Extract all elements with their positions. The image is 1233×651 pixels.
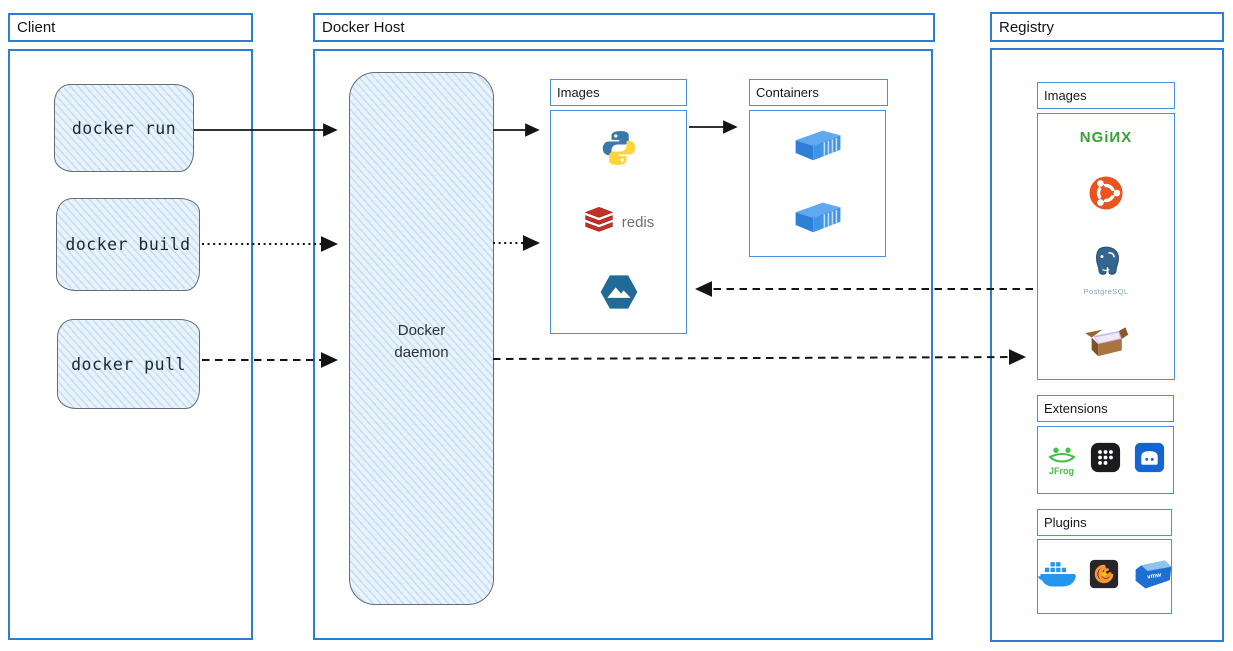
ubuntu-icon <box>1088 175 1124 216</box>
registry-section-title: Registry <box>990 12 1224 42</box>
jfrog-logo: JFrog <box>1047 445 1077 476</box>
nginx-logo: NGiИX <box>1079 128 1133 146</box>
drawer-icon <box>1134 442 1165 478</box>
jfrog-text: JFrog <box>1048 465 1074 476</box>
containers-panel-title: Containers <box>749 79 888 106</box>
postgresql-text: PostgreSQL <box>1083 286 1129 296</box>
plugins-title-label: Plugins <box>1044 515 1087 530</box>
host-images-title-label: Images <box>557 85 600 100</box>
docker-host-section: Docker daemon Images <box>313 49 933 640</box>
redis-icon <box>583 206 615 239</box>
redis-text: redis <box>621 213 655 231</box>
extensions-panel-title: Extensions <box>1037 395 1174 422</box>
host-images-panel: redis <box>550 110 687 334</box>
busybox-icon <box>1083 325 1129 365</box>
client-section-title: Client <box>8 13 253 42</box>
registry-section: Images NGiИX <box>990 48 1224 642</box>
docker-whale-icon <box>1037 560 1078 593</box>
grafana-icon <box>1089 559 1119 594</box>
container-icon <box>794 128 842 167</box>
containers-panel <box>749 110 886 257</box>
extensions-title-label: Extensions <box>1044 401 1108 416</box>
docker-pull-label: docker pull <box>71 354 186 374</box>
docker-build-box: docker build <box>56 198 200 291</box>
client-section: docker run docker build docker pull <box>8 49 253 640</box>
redis-logo: redis <box>583 206 655 239</box>
client-title-label: Client <box>17 19 56 36</box>
docker-run-label: docker run <box>71 118 177 138</box>
registry-images-title-label: Images <box>1044 88 1087 103</box>
plugins-panel: vmw <box>1037 539 1172 614</box>
docker-pull-box: docker pull <box>57 319 200 409</box>
docker-host-title-label: Docker Host <box>322 19 405 36</box>
dots-grid-icon <box>1090 442 1121 478</box>
docker-run-box: docker run <box>54 84 194 172</box>
python-icon <box>599 128 639 173</box>
postgresql-icon <box>1088 245 1124 286</box>
docker-daemon-box: Docker daemon <box>349 72 494 605</box>
docker-daemon-label: Docker daemon <box>394 322 449 361</box>
postgresql-logo: PostgreSQL <box>1084 245 1129 296</box>
vmware-icon: vmw <box>1130 559 1172 595</box>
docker-host-section-title: Docker Host <box>313 13 935 42</box>
docker-build-label: docker build <box>65 235 191 254</box>
host-images-panel-title: Images <box>550 79 687 106</box>
vmware-text: vmw <box>1146 571 1161 580</box>
alpine-icon <box>599 272 639 317</box>
containers-title-label: Containers <box>756 85 819 100</box>
plugins-panel-title: Plugins <box>1037 509 1172 536</box>
jfrog-icon <box>1047 445 1077 468</box>
extensions-panel: JFrog <box>1037 426 1174 494</box>
container-icon <box>794 200 842 239</box>
registry-images-panel: NGiИX <box>1037 113 1175 380</box>
registry-images-panel-title: Images <box>1037 82 1175 109</box>
registry-title-label: Registry <box>999 18 1055 36</box>
